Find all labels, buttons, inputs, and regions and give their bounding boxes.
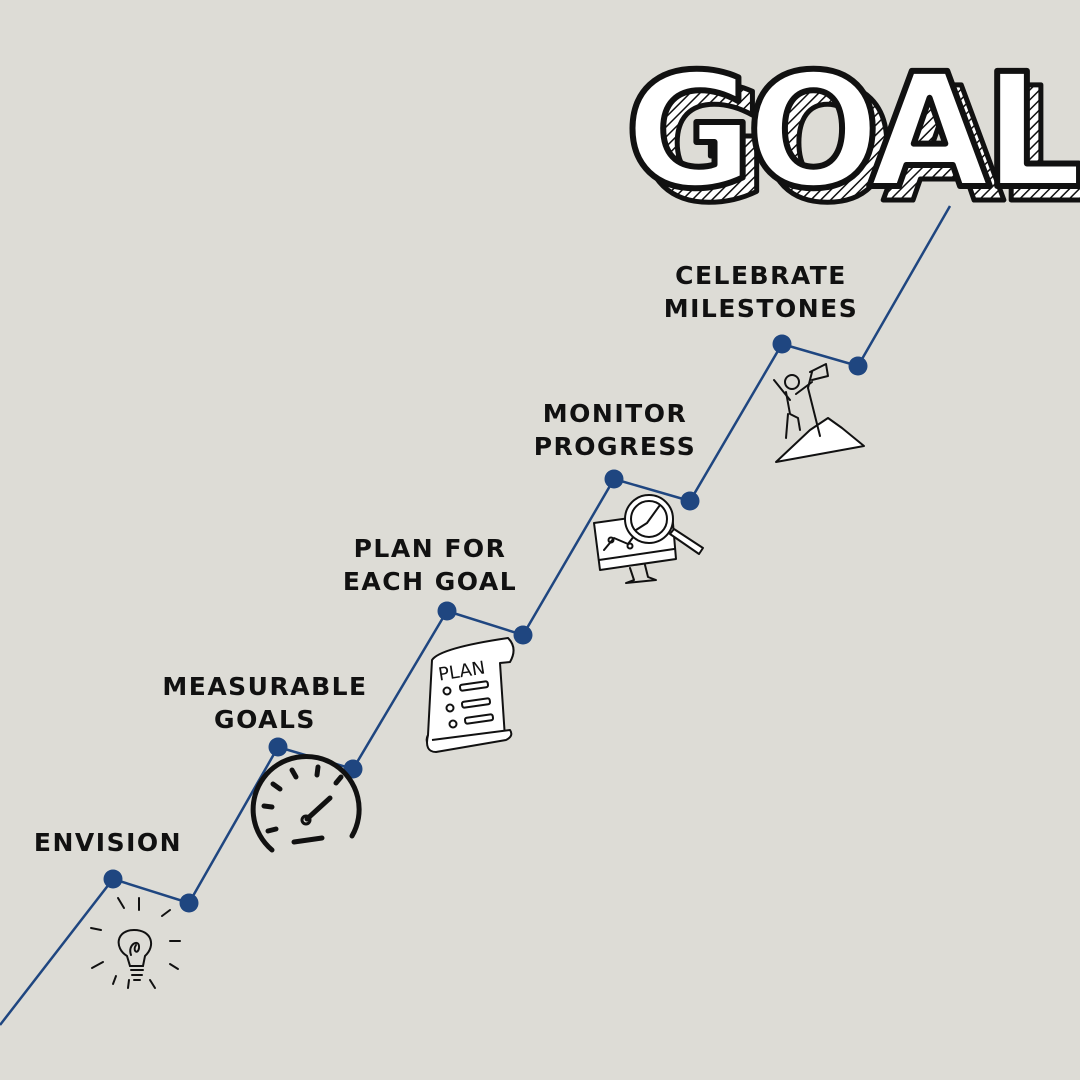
step-label-celebrate-milestones: CELEBRATE MILESTONES — [636, 259, 886, 325]
step-dot-monitor-end — [680, 491, 700, 511]
step-dots — [103, 334, 868, 913]
summit-flag-icon — [773, 363, 865, 463]
step-dot-plan-start — [437, 601, 457, 621]
step-dot-plan-end — [513, 625, 533, 645]
goal-title: GOAL — [625, 40, 1080, 224]
step-label-celebrate-milestones-line-1: CELEBRATE — [675, 261, 847, 290]
monitor-magnifier-icon — [593, 494, 704, 584]
step-dot-measurable-start — [268, 737, 288, 757]
step-label-measurable-goals: MEASURABLE GOALS — [130, 670, 400, 736]
step-label-plan-for-each-goal-line-2: EACH GOAL — [342, 567, 518, 596]
step-label-plan-for-each-goal: PLAN FOR EACH GOAL — [318, 532, 542, 598]
progress-path-line — [0, 205, 952, 1026]
step-label-monitor-progress-line-2: PROGRESS — [533, 432, 697, 461]
step-label-celebrate-milestones-line-2: MILESTONES — [663, 294, 859, 323]
step-label-monitor-progress-line-1: MONITOR — [542, 399, 688, 428]
lightbulb-icon — [90, 897, 181, 989]
speedometer-icon — [250, 754, 362, 853]
step-dot-envision-start — [103, 869, 123, 889]
step-dot-monitor-start — [604, 469, 624, 489]
goal-title-group: GOAL GOAL — [622, 37, 1080, 241]
step-label-plan-for-each-goal-line-1: PLAN FOR — [353, 534, 507, 563]
step-label-measurable-goals-line-2: GOALS — [214, 705, 316, 734]
step-dot-celebrate-end — [848, 356, 868, 376]
step-dot-envision-end — [179, 893, 199, 913]
plan-scroll-icon: PLAN — [425, 637, 515, 753]
step-label-envision: ENVISION — [18, 826, 198, 859]
goal-title-shadow: GOAL — [639, 54, 1080, 238]
step-label-envision-line-1: ENVISION — [33, 828, 183, 857]
step-label-measurable-goals-line-1: MEASURABLE — [162, 672, 368, 701]
step-dot-celebrate-start — [772, 334, 792, 354]
step-label-monitor-progress: MONITOR PROGRESS — [510, 397, 720, 463]
